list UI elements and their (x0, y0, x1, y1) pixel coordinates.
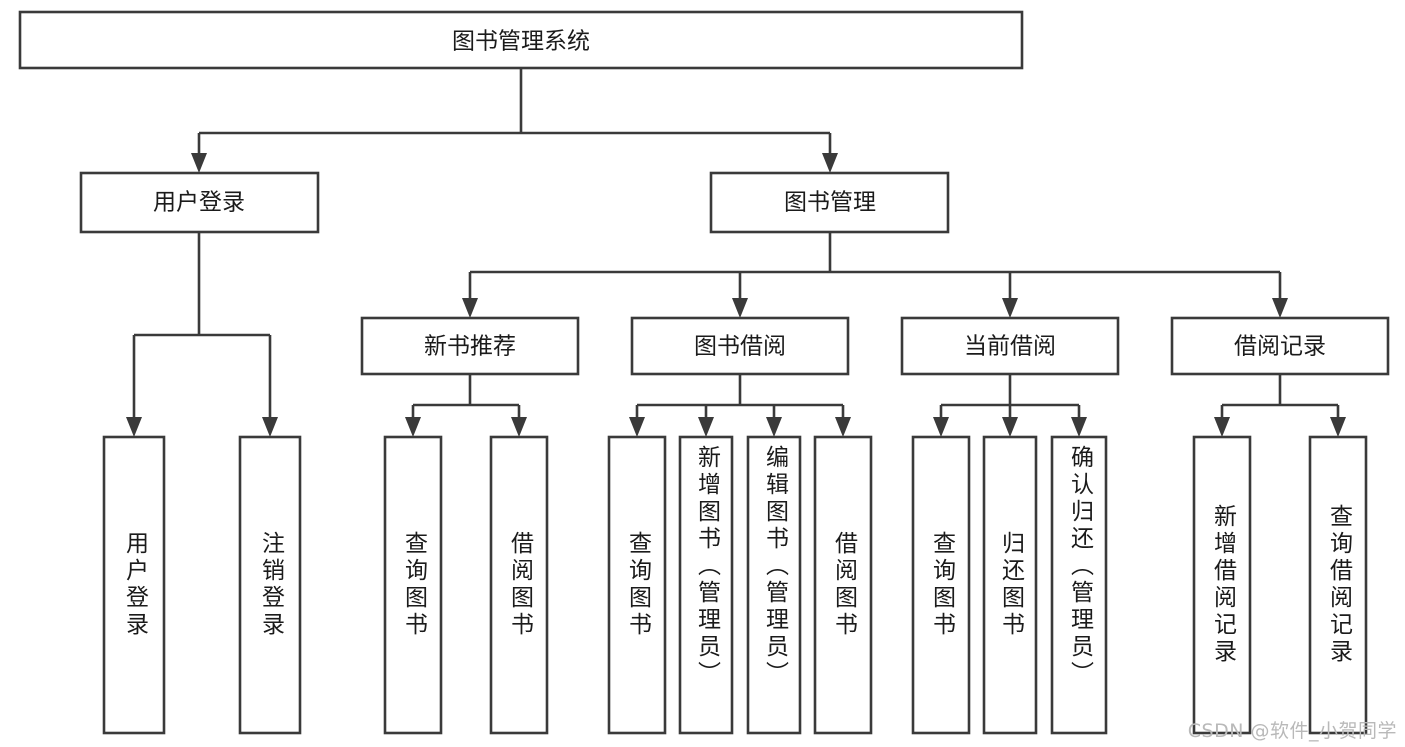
arrow-head-leaf-return-book (1002, 417, 1018, 437)
arrow-head-leaf-user-logout (262, 417, 278, 437)
node-new-book-recommend[interactable]: 新书推荐 (360, 316, 580, 376)
node-book-admin-box[interactable] (709, 171, 950, 234)
node-leaf-edit-book-box[interactable] (746, 435, 802, 735)
node-new-book-recommend-label: 新书推荐 (424, 334, 516, 360)
node-book-admin[interactable]: 图书管理 (709, 171, 950, 234)
node-current-borrow[interactable]: 当前借阅 (900, 316, 1120, 376)
node-leaf-query-book-1-box[interactable] (383, 435, 443, 735)
arrow-head-user-login (191, 153, 207, 173)
arrow-head-leaf-borrow-book-1 (511, 417, 527, 437)
arrow-head-leaf-add-book (698, 417, 714, 437)
node-book-borrow[interactable]: 图书借阅 (630, 316, 850, 376)
node-leaf-add-record-box[interactable] (1192, 435, 1252, 735)
node-borrow-record-label: 借阅记录 (1234, 334, 1326, 360)
node-leaf-query-book-2-box[interactable] (607, 435, 667, 735)
arrow-head-leaf-user-login (126, 417, 142, 437)
arrow-head-leaf-confirm-return (1071, 417, 1087, 437)
node-user-login-box[interactable] (79, 171, 320, 234)
node-book-borrow-box[interactable] (630, 316, 850, 376)
arrow-head-leaf-query-record (1330, 417, 1346, 437)
connector-group-current-borrow-to-leaves (933, 374, 1087, 437)
arrow-head-borrow-record (1272, 298, 1288, 318)
node-leaf-return-book-box[interactable] (982, 435, 1038, 735)
node-user-login-label: 用户登录 (153, 190, 245, 216)
node-leaf-confirm-return-box[interactable] (1050, 435, 1108, 735)
arrow-head-current-borrow (1002, 298, 1018, 318)
node-borrow-record-box[interactable] (1170, 316, 1390, 376)
arrow-head-leaf-edit-book (766, 417, 782, 437)
connector-group-book-borrow-to-leaves (629, 374, 851, 437)
arrow-head-leaf-query-book-1 (405, 417, 421, 437)
connector-group-new-book-recommend-to-leaves (405, 374, 527, 437)
node-leaf-add-book-box[interactable] (678, 435, 734, 735)
connector-group-book-admin-to-level3 (462, 232, 1288, 318)
connector-group-root-to-level2 (191, 68, 838, 173)
node-leaf-query-record-box[interactable] (1308, 435, 1368, 735)
node-root-box[interactable] (18, 10, 1024, 70)
node-current-borrow-box[interactable] (900, 316, 1120, 376)
node-root[interactable]: 图书管理系统 (18, 10, 1024, 70)
node-book-admin-label: 图书管理 (784, 190, 876, 216)
arrow-head-leaf-query-book-2 (629, 417, 645, 437)
node-borrow-record[interactable]: 借阅记录 (1170, 316, 1390, 376)
arrow-head-leaf-query-book-3 (933, 417, 949, 437)
node-leaf-borrow-book-2-box[interactable] (813, 435, 873, 735)
watermark: CSDN @软件_小贺同学 (1187, 720, 1397, 742)
node-new-book-recommend-box[interactable] (360, 316, 580, 376)
node-leaf-user-login-box[interactable] (102, 435, 166, 735)
node-leaf-borrow-book-1-box[interactable] (489, 435, 549, 735)
arrow-head-leaf-add-record (1214, 417, 1230, 437)
arrow-head-new-book-recommend (462, 298, 478, 318)
node-book-borrow-label: 图书借阅 (694, 334, 786, 360)
node-user-login[interactable]: 用户登录 (79, 171, 320, 234)
connector-group-borrow-record-to-leaves (1214, 374, 1346, 437)
connector-group-user-login-to-leaves (126, 232, 278, 437)
node-leaf-query-book-3-box[interactable] (911, 435, 971, 735)
node-leaf-user-logout-box[interactable] (238, 435, 302, 735)
arrow-head-book-borrow (732, 298, 748, 318)
arrow-head-book-admin (822, 153, 838, 173)
arrow-head-leaf-borrow-book-2 (835, 417, 851, 437)
node-root-label: 图书管理系统 (452, 29, 590, 55)
node-current-borrow-label: 当前借阅 (964, 334, 1056, 360)
